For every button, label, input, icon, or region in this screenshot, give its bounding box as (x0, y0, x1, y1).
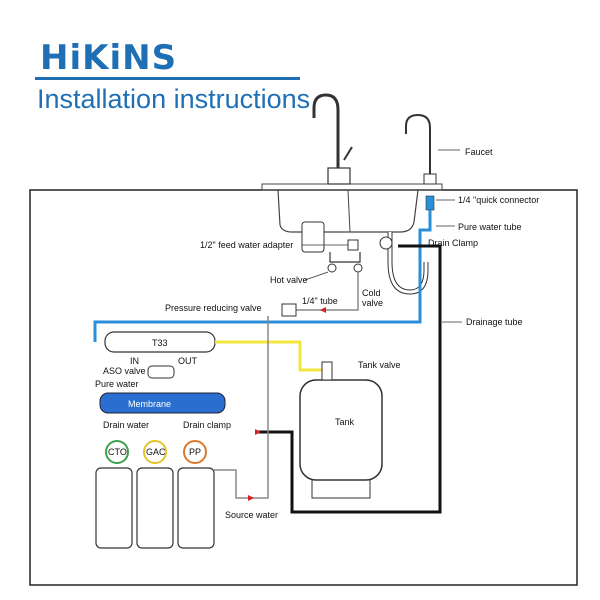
pure-water-tube-label: Pure water tube (458, 222, 522, 232)
pressure-valve-label: Pressure reducing valve (165, 303, 262, 313)
quick-connector-label: 1/4 "quick connector (458, 195, 539, 205)
aso-valve-icon (147, 365, 175, 379)
cto-housing (95, 467, 133, 549)
drain-line (255, 244, 442, 514)
hot-valve-icon (327, 263, 337, 273)
hot-supply-pipe (329, 252, 361, 263)
tank-valve-label: Tank valve (358, 360, 401, 370)
quick-connector (425, 195, 435, 211)
pure-water-line (93, 210, 432, 342)
gac-ring (143, 440, 167, 464)
source-water-label: Source water (225, 510, 278, 520)
pressure-valve-icon (281, 303, 297, 317)
feed-supply-line (290, 272, 359, 311)
drainage-tube-label: Drainage tube (466, 317, 523, 327)
hot-valve-label: Hot valve (270, 275, 308, 285)
main-faucet-handle (343, 146, 353, 161)
tank-stand (311, 480, 371, 499)
aso-valve-label: ASO valve (103, 366, 146, 376)
tank-body (299, 379, 383, 481)
feed-adapter-label: 1/2" feed water adapter (200, 240, 293, 250)
tank-label: Tank (335, 417, 355, 427)
page-title: Installation instructions (37, 84, 311, 114)
faucet-label: Faucet (465, 147, 493, 157)
cto-ring (105, 440, 129, 464)
garbage-disposal (301, 221, 325, 253)
title-divider (35, 77, 300, 80)
tank-valve-icon (321, 361, 333, 381)
pure-water-label: Pure water (95, 379, 139, 389)
cto-label: CTO (108, 447, 127, 457)
pp-label: PP (189, 447, 201, 457)
pp-housing (177, 467, 215, 549)
drain-fitting (379, 236, 393, 250)
ro-faucet-icon (405, 113, 431, 184)
sink-divider (347, 189, 351, 233)
main-faucet-base (327, 167, 351, 185)
hot-valve-leader (304, 271, 329, 281)
brand-logo: HiKiNS (40, 38, 178, 78)
drain-water-label: Drain water (103, 420, 149, 430)
drain-clamp-top-label: Drain Clamp (428, 238, 478, 248)
main-faucet-icon (312, 93, 340, 184)
cold-valve-label-2: valve (362, 298, 383, 308)
pp-ring (183, 440, 207, 464)
source-water-line (214, 316, 269, 499)
tank-feed-line (215, 340, 325, 372)
countertop (261, 183, 443, 191)
membrane-label: Membrane (128, 399, 171, 409)
drain-arrow (255, 429, 261, 435)
membrane-housing (99, 392, 226, 414)
cold-valve-icon (353, 263, 363, 273)
source-arrow (248, 495, 254, 501)
cold-valve-label-1: Cold (362, 288, 381, 298)
feed-adapter-icon (347, 239, 359, 251)
t33-out-label: OUT (178, 356, 198, 366)
ro-faucet-base (423, 173, 437, 185)
t33-in-label: IN (130, 356, 139, 366)
quarter-tube-label: 1/4" tube (302, 296, 338, 306)
gac-housing (136, 467, 174, 549)
drain-clamp-label: Drain clamp (183, 420, 231, 430)
drain-trap-inner (388, 232, 428, 294)
gac-label: GAC (146, 447, 166, 457)
t33-label: T33 (152, 338, 168, 348)
sink-basin (277, 189, 419, 233)
feed-arrow (320, 307, 326, 313)
